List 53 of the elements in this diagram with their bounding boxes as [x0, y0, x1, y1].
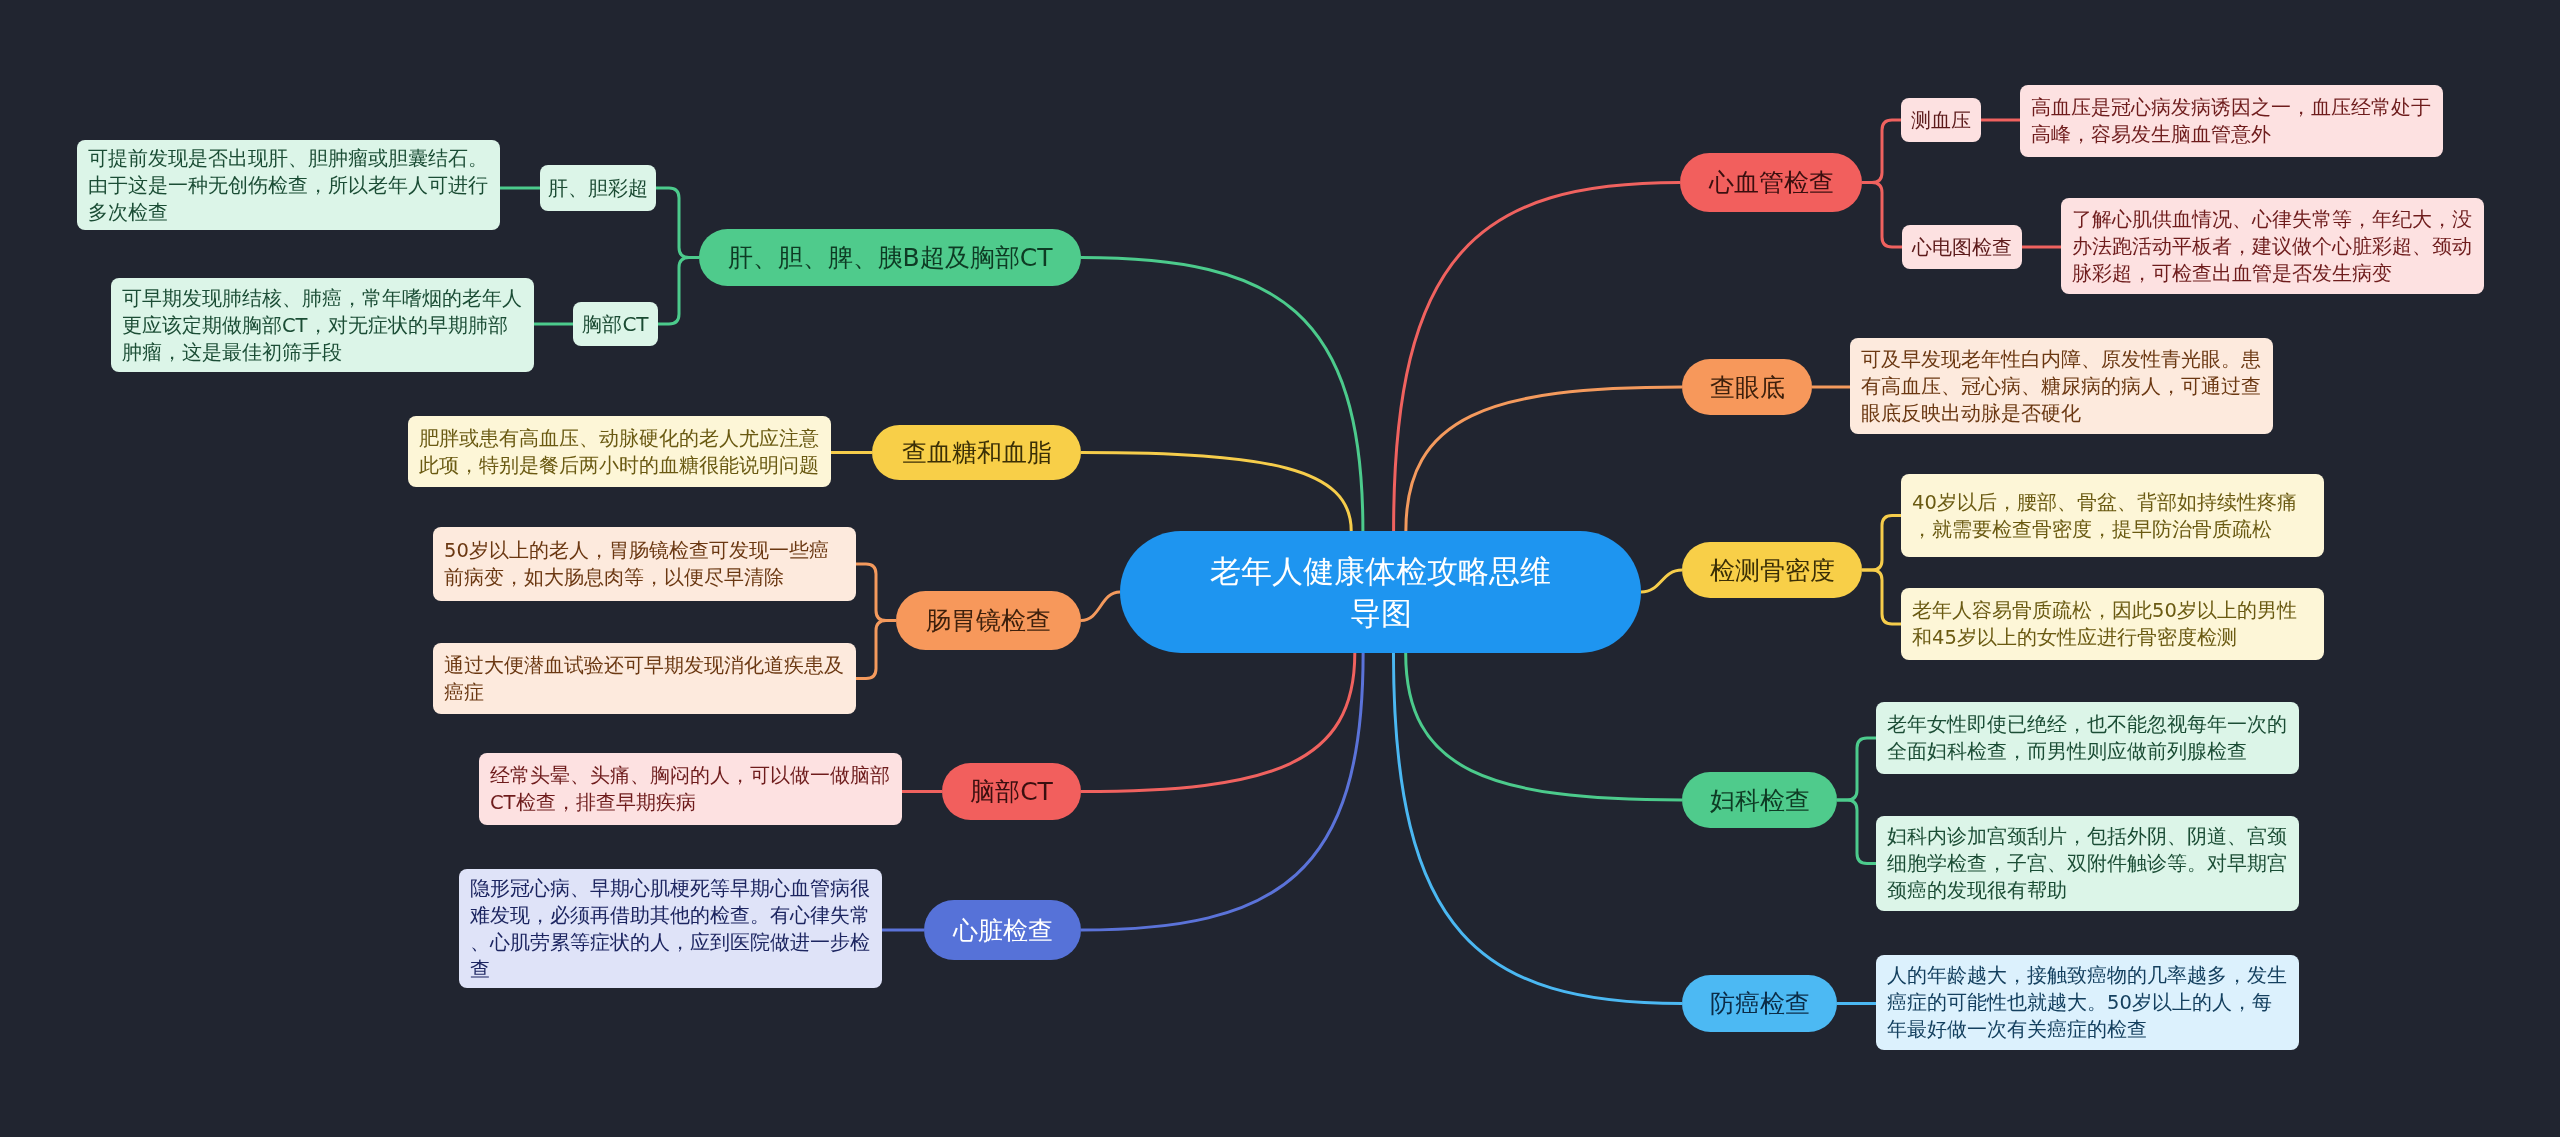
- note-card: 40岁以后，腰部、骨盆、背部如持续性疼痛，就需要检查骨密度，提早防治骨质疏松: [1901, 474, 2324, 557]
- connector-line: [1837, 1002, 1876, 1005]
- subtopic-label: 胸部CT: [573, 302, 658, 346]
- note-card: 可提前发现是否出现肝、胆肿瘤或胆囊结石。由于这是一种无创伤检查，所以老年人可进行多次检查: [77, 140, 500, 230]
- note-card: 高血压是冠心病发病诱因之一，血压经常处于高峰，容易发生脑血管意外: [2020, 85, 2443, 157]
- note-card: 老年女性即使已绝经，也不能忽视每年一次的全面妇科检查，而男性则应做前列腺检查: [1876, 702, 2299, 774]
- connector-line: [1392, 181, 1681, 532]
- connector-line: [1391, 652, 1683, 1005]
- connector-line: [1080, 652, 1357, 793]
- connector-line: [1837, 798, 1876, 865]
- connector-line: [534, 322, 573, 326]
- topic-pill: 检测骨密度: [1682, 542, 1862, 598]
- note-card: 通过大便潜血试验还可早期发现消化道疾患及癌症: [433, 643, 856, 714]
- topic-pill: 脑部CT: [942, 763, 1081, 820]
- connector-line: [902, 790, 942, 793]
- connector-line: [500, 186, 540, 190]
- connector-line: [1404, 652, 1682, 802]
- topic-pill: 心血管检查: [1680, 153, 1862, 212]
- connector-line: [882, 928, 924, 932]
- connector-line: [1080, 256, 1365, 532]
- note-card: 肥胖或患有高血压、动脉硬化的老人尤应注意此项，特别是餐后两小时的血糖很能说明问题: [408, 416, 831, 487]
- connector-line: [1862, 181, 1902, 249]
- topic-pill: 查血糖和血脂: [872, 425, 1081, 480]
- topic-pill: 妇科检查: [1682, 772, 1837, 828]
- topic-pill: 查眼底: [1682, 359, 1812, 415]
- connector-line: [1081, 451, 1353, 532]
- note-card: 人的年龄越大，接触致癌物的几率越多，发生癌症的可能性也就越大。50岁以上的人，每年最好做一次有关癌症的检查: [1876, 955, 2299, 1050]
- connector-line: [1640, 568, 1683, 594]
- connector-line: [1981, 118, 2020, 122]
- note-card: 可及早发现老年性白内障、原发性青光眼。患有高血压、冠心病、糖尿病的病人，可通过查眼底反映出动脉是否硬化: [1850, 338, 2273, 434]
- connector-line: [658, 256, 699, 326]
- connector-line: [1812, 385, 1850, 389]
- note-card: 隐形冠心病、早期心肌梗死等早期心血管病很难发现，必须再借助其他的检查。有心律失常、心肌劳累等症状的人，应到医院做进一步检查: [459, 869, 882, 988]
- note-card: 妇科内诊加宫颈刮片，包括外阴、阴道、宫颈细胞学检查，子宫、双附件触诊等。对早期宫颈癌的发现很有帮助: [1876, 816, 2299, 911]
- note-card: 老年人容易骨质疏松，因此50岁以上的男性和45岁以上的女性应进行骨密度检测: [1901, 588, 2324, 660]
- connector-line: [831, 451, 872, 454]
- note-card: 50岁以上的老人，胃肠镜检查可发现一些癌前病变，如大肠息肉等，以便尽早清除: [433, 527, 856, 601]
- subtopic-label: 肝、胆彩超: [540, 165, 656, 211]
- connector-line: [2022, 245, 2061, 249]
- note-card: 可早期发现肺结核、肺癌，常年嗜烟的老年人更应该定期做胸部CT，对无症状的早期肺部肿瘤，这是最佳初筛手段: [111, 278, 534, 372]
- note-card: 经常头晕、头痛、胸闷的人，可以做一做脑部CT检查，排查早期疾病: [479, 753, 902, 825]
- topic-pill: 防癌检查: [1682, 975, 1837, 1032]
- subtopic-label: 心电图检查: [1902, 225, 2022, 269]
- topic-pill: 肝、胆、脾、胰B超及胸部CT: [699, 229, 1081, 286]
- connector-line: [1862, 568, 1901, 626]
- central-topic: 老年人健康体检攻略思维导图: [1120, 531, 1641, 653]
- connector-line: [1404, 385, 1683, 532]
- connector-line: [1080, 590, 1121, 622]
- subtopic-label: 测血压: [1901, 98, 1981, 142]
- topic-pill: 心脏检查: [924, 900, 1081, 960]
- topic-pill: 肠胃镜检查: [896, 591, 1081, 650]
- connector-line: [856, 619, 896, 680]
- note-card: 了解心肌供血情况、心律失常等，年纪大，没办法跑活动平板者，建议做个心脏彩超、颈动脉彩超，可检查出血管是否发生病变: [2061, 198, 2484, 294]
